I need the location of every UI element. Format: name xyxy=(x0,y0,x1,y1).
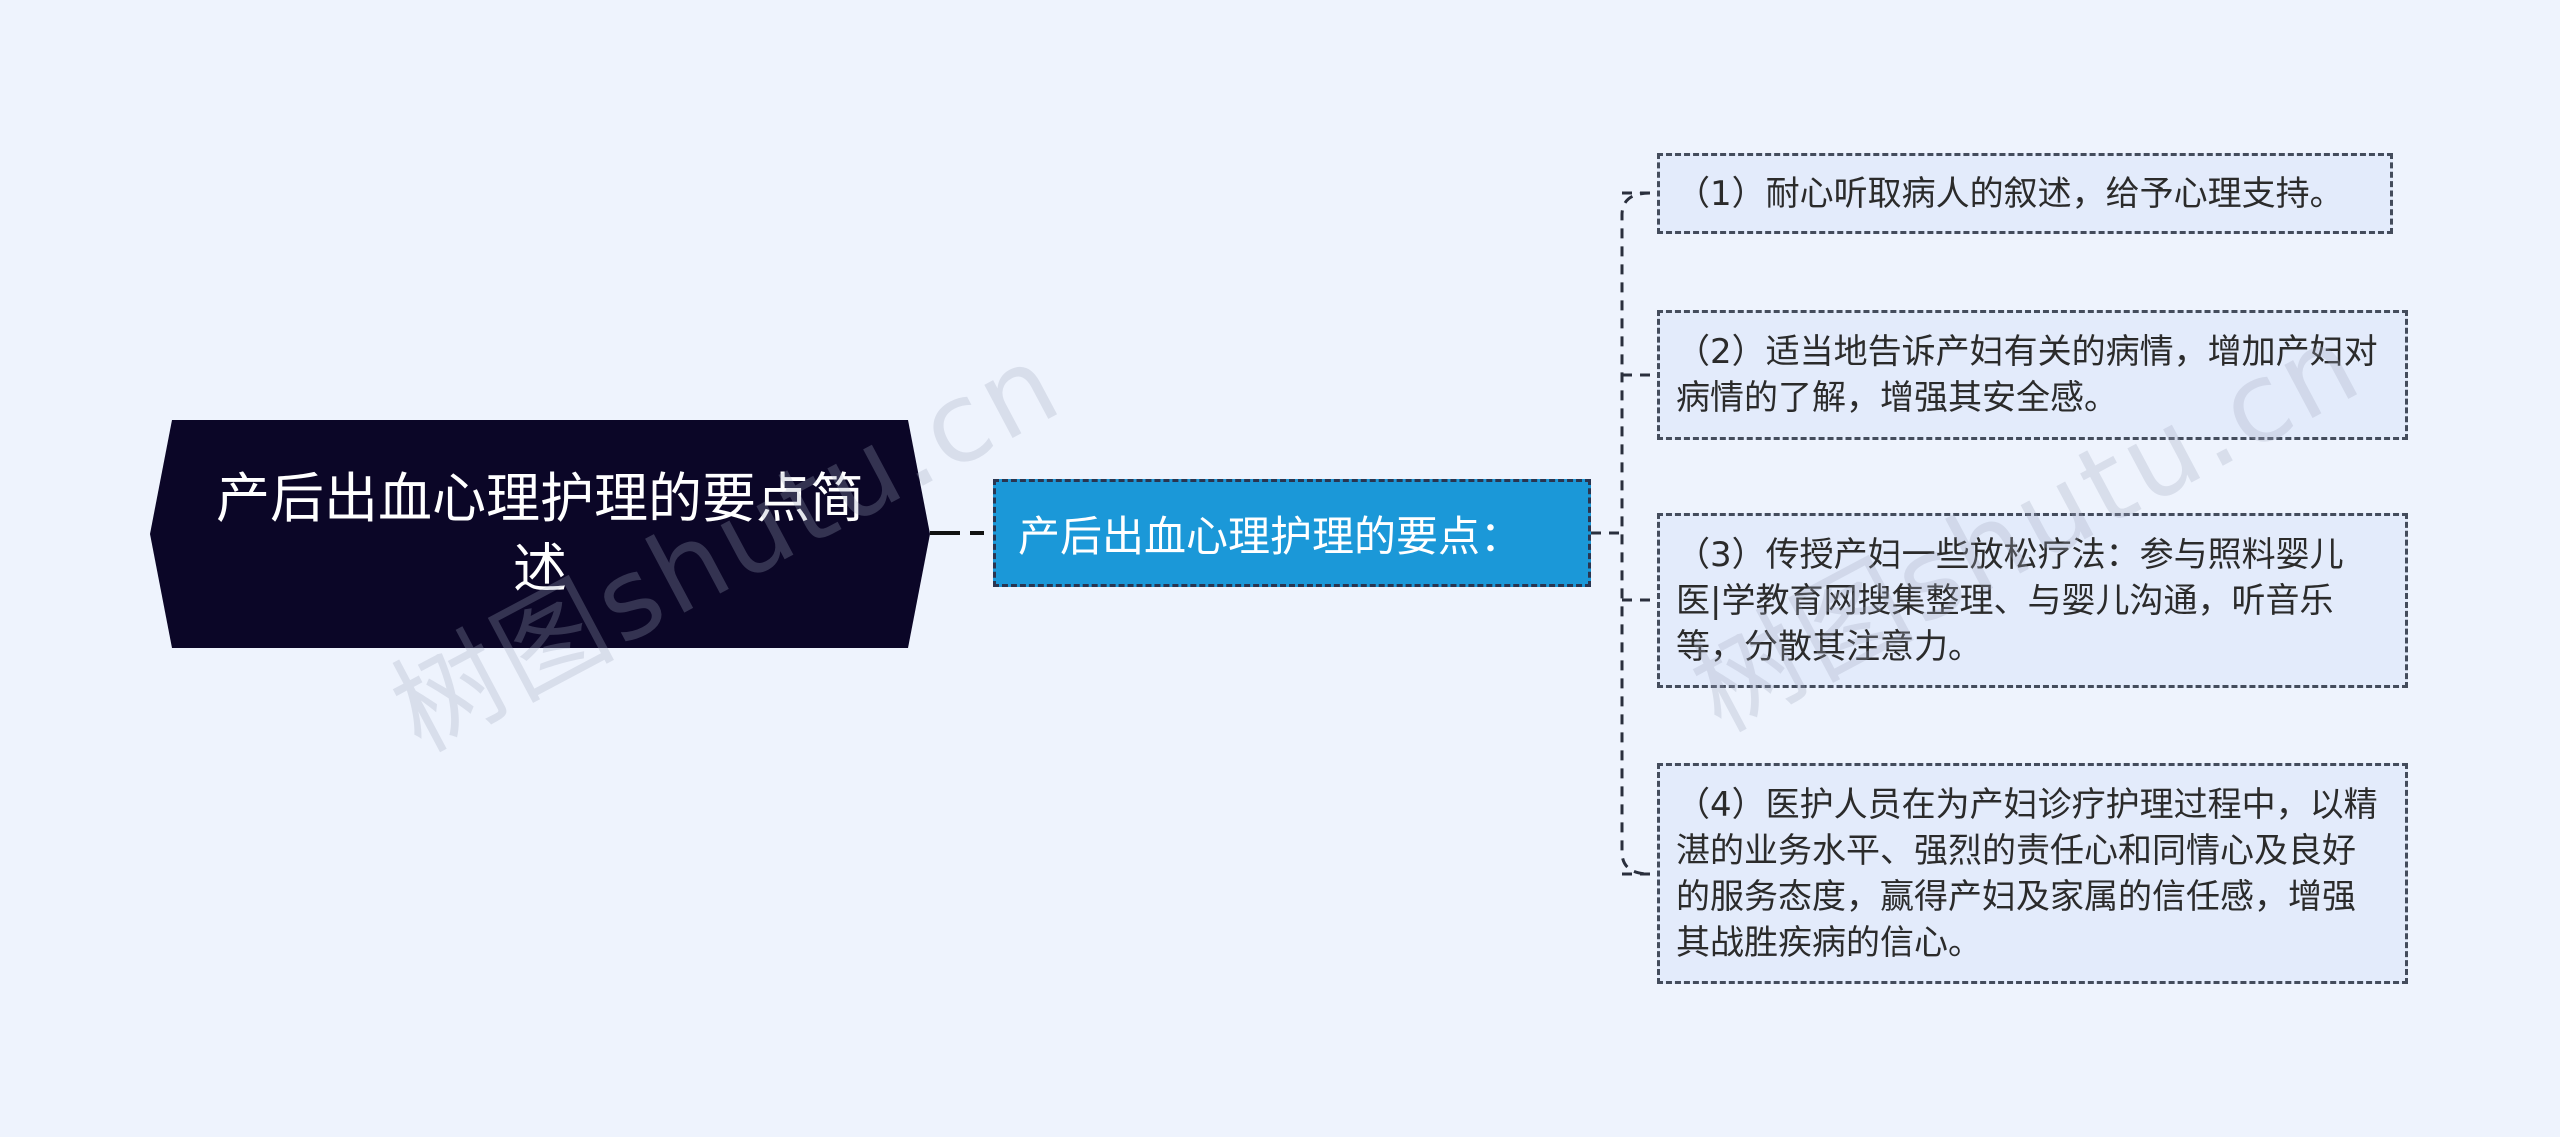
leaf-node-4-text: （4）医护人员在为产妇诊疗护理过程中，以精湛的业务水平、强烈的责任心和同情心及良… xyxy=(1676,784,2378,963)
root-node[interactable]: 产后出血心理护理的要点简述 xyxy=(150,420,930,648)
branch-node[interactable]: 产后出血心理护理的要点： xyxy=(993,479,1591,587)
leaf-node-1-text: （1）耐心听取病人的叙述，给予心理支持。 xyxy=(1676,173,2344,214)
root-node-shape xyxy=(150,420,930,648)
trunk-connector xyxy=(1620,191,1651,876)
leaf-node-3-text: （3）传授产妇一些放松疗法：参与照料婴儿医|学教育网搜集整理、与婴儿沟通，听音乐… xyxy=(1676,534,2344,667)
branch-node-label: 产后出血心理护理的要点： xyxy=(1018,511,1523,561)
leaf-node-1[interactable]: （1）耐心听取病人的叙述，给予心理支持。 xyxy=(1657,153,2393,234)
leaf-node-2[interactable]: （2）适当地告诉产妇有关的病情，增加产妇对病情的了解，增强其安全感。 xyxy=(1657,310,2408,440)
leaf-node-4[interactable]: （4）医护人员在为产妇诊疗护理过程中，以精湛的业务水平、强烈的责任心和同情心及良… xyxy=(1657,763,2408,984)
root-node-label: 产后出血心理护理的要点简述 xyxy=(216,466,864,600)
leaf-node-2-text: （2）适当地告诉产妇有关的病情，增加产妇对病情的了解，增强其安全感。 xyxy=(1676,332,2378,418)
leaf-node-3[interactable]: （3）传授产妇一些放松疗法：参与照料婴儿医|学教育网搜集整理、与婴儿沟通，听音乐… xyxy=(1657,513,2408,688)
